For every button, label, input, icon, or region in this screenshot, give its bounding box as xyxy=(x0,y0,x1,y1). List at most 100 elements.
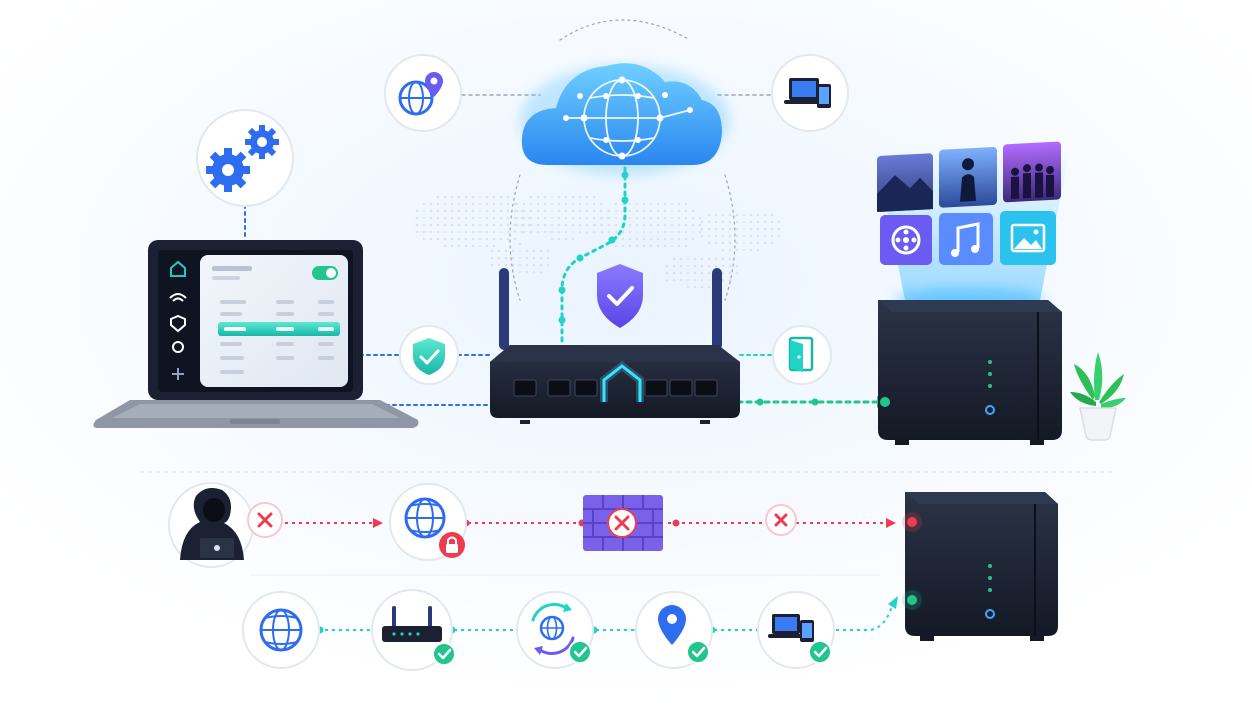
map-dot xyxy=(592,202,596,206)
map-dot xyxy=(621,237,625,241)
map-dot xyxy=(663,223,667,227)
map-dot xyxy=(436,209,440,213)
map-dot xyxy=(735,264,739,268)
map-dot xyxy=(436,230,440,234)
map-dot xyxy=(663,230,667,234)
map-dot xyxy=(614,209,618,213)
map-dot xyxy=(691,223,695,227)
map-dot xyxy=(478,195,482,199)
map-dot xyxy=(443,223,447,227)
map-dot xyxy=(585,202,589,206)
map-dot xyxy=(679,257,683,261)
map-dot xyxy=(614,244,618,248)
map-dot xyxy=(443,237,447,241)
map-dot xyxy=(656,230,660,234)
map-dot xyxy=(422,216,426,220)
map-dot xyxy=(429,216,433,220)
map-dot xyxy=(691,216,695,220)
map-dot xyxy=(770,213,774,217)
map-dot xyxy=(677,216,681,220)
globe-location-node xyxy=(384,54,462,132)
map-dot xyxy=(564,237,568,241)
map-dot xyxy=(742,220,746,224)
map-dot xyxy=(471,209,475,213)
map-dot xyxy=(557,209,561,213)
map-dot xyxy=(457,237,461,241)
map-dot xyxy=(478,230,482,234)
map-dot xyxy=(663,237,667,241)
map-dot xyxy=(656,223,660,227)
map-dot xyxy=(571,209,575,213)
map-dot xyxy=(485,230,489,234)
map-dot xyxy=(522,223,526,227)
map-dot xyxy=(571,223,575,227)
map-dot xyxy=(504,249,508,253)
map-dot xyxy=(536,223,540,227)
globe-lock-icon xyxy=(404,497,465,558)
map-dot xyxy=(628,230,632,234)
map-dot xyxy=(770,234,774,238)
map-dot xyxy=(543,202,547,206)
map-dot xyxy=(492,223,496,227)
map-dot xyxy=(714,213,718,217)
allowed-row-connectors xyxy=(318,605,893,631)
map-dot xyxy=(513,216,517,220)
map-dot xyxy=(756,213,760,217)
map-dot xyxy=(700,220,704,224)
map-dot xyxy=(522,216,526,220)
map-dot xyxy=(665,278,669,282)
map-dot xyxy=(506,202,510,206)
map-dot xyxy=(585,223,589,227)
map-dot xyxy=(518,242,522,246)
map-dot xyxy=(670,230,674,234)
map-dot xyxy=(714,241,718,245)
map-dot xyxy=(735,271,739,275)
map-dot xyxy=(707,271,711,275)
map-dot xyxy=(642,216,646,220)
map-dot xyxy=(557,202,561,206)
map-dot xyxy=(557,216,561,220)
map-dot xyxy=(532,270,536,274)
map-dot xyxy=(539,270,543,274)
map-dot xyxy=(571,237,575,241)
hacker-icon xyxy=(180,488,244,560)
map-dot xyxy=(770,241,774,245)
map-dot xyxy=(429,223,433,227)
map-dot xyxy=(679,264,683,268)
map-dot xyxy=(649,202,653,206)
map-dot xyxy=(485,244,489,248)
map-dot xyxy=(721,241,725,245)
map-dot xyxy=(693,257,697,261)
map-dot xyxy=(742,248,746,252)
map-dot xyxy=(529,230,533,234)
map-dot xyxy=(635,237,639,241)
map-dot xyxy=(497,256,501,260)
map-dot xyxy=(665,271,669,275)
map-dot xyxy=(536,209,540,213)
map-dot xyxy=(700,271,704,275)
map-dot xyxy=(693,278,697,282)
blocked-1-node xyxy=(247,502,283,538)
map-dot xyxy=(672,264,676,268)
router-antenna-right xyxy=(712,268,722,350)
map-dot xyxy=(693,271,697,275)
map-dot xyxy=(670,202,674,206)
map-dot xyxy=(546,263,550,267)
map-dot xyxy=(464,237,468,241)
map-dot xyxy=(436,237,440,241)
map-dot xyxy=(614,223,618,227)
map-dot xyxy=(677,202,681,206)
map-dot xyxy=(777,227,781,231)
map-dot xyxy=(506,209,510,213)
map-dot xyxy=(571,195,575,199)
map-dot xyxy=(564,209,568,213)
map-dot xyxy=(522,202,526,206)
map-dot xyxy=(642,244,646,248)
map-dot xyxy=(721,234,725,238)
map-dot xyxy=(550,223,554,227)
map-dot xyxy=(429,230,433,234)
map-dot xyxy=(707,241,711,245)
map-dot xyxy=(471,195,475,199)
map-dot xyxy=(693,264,697,268)
